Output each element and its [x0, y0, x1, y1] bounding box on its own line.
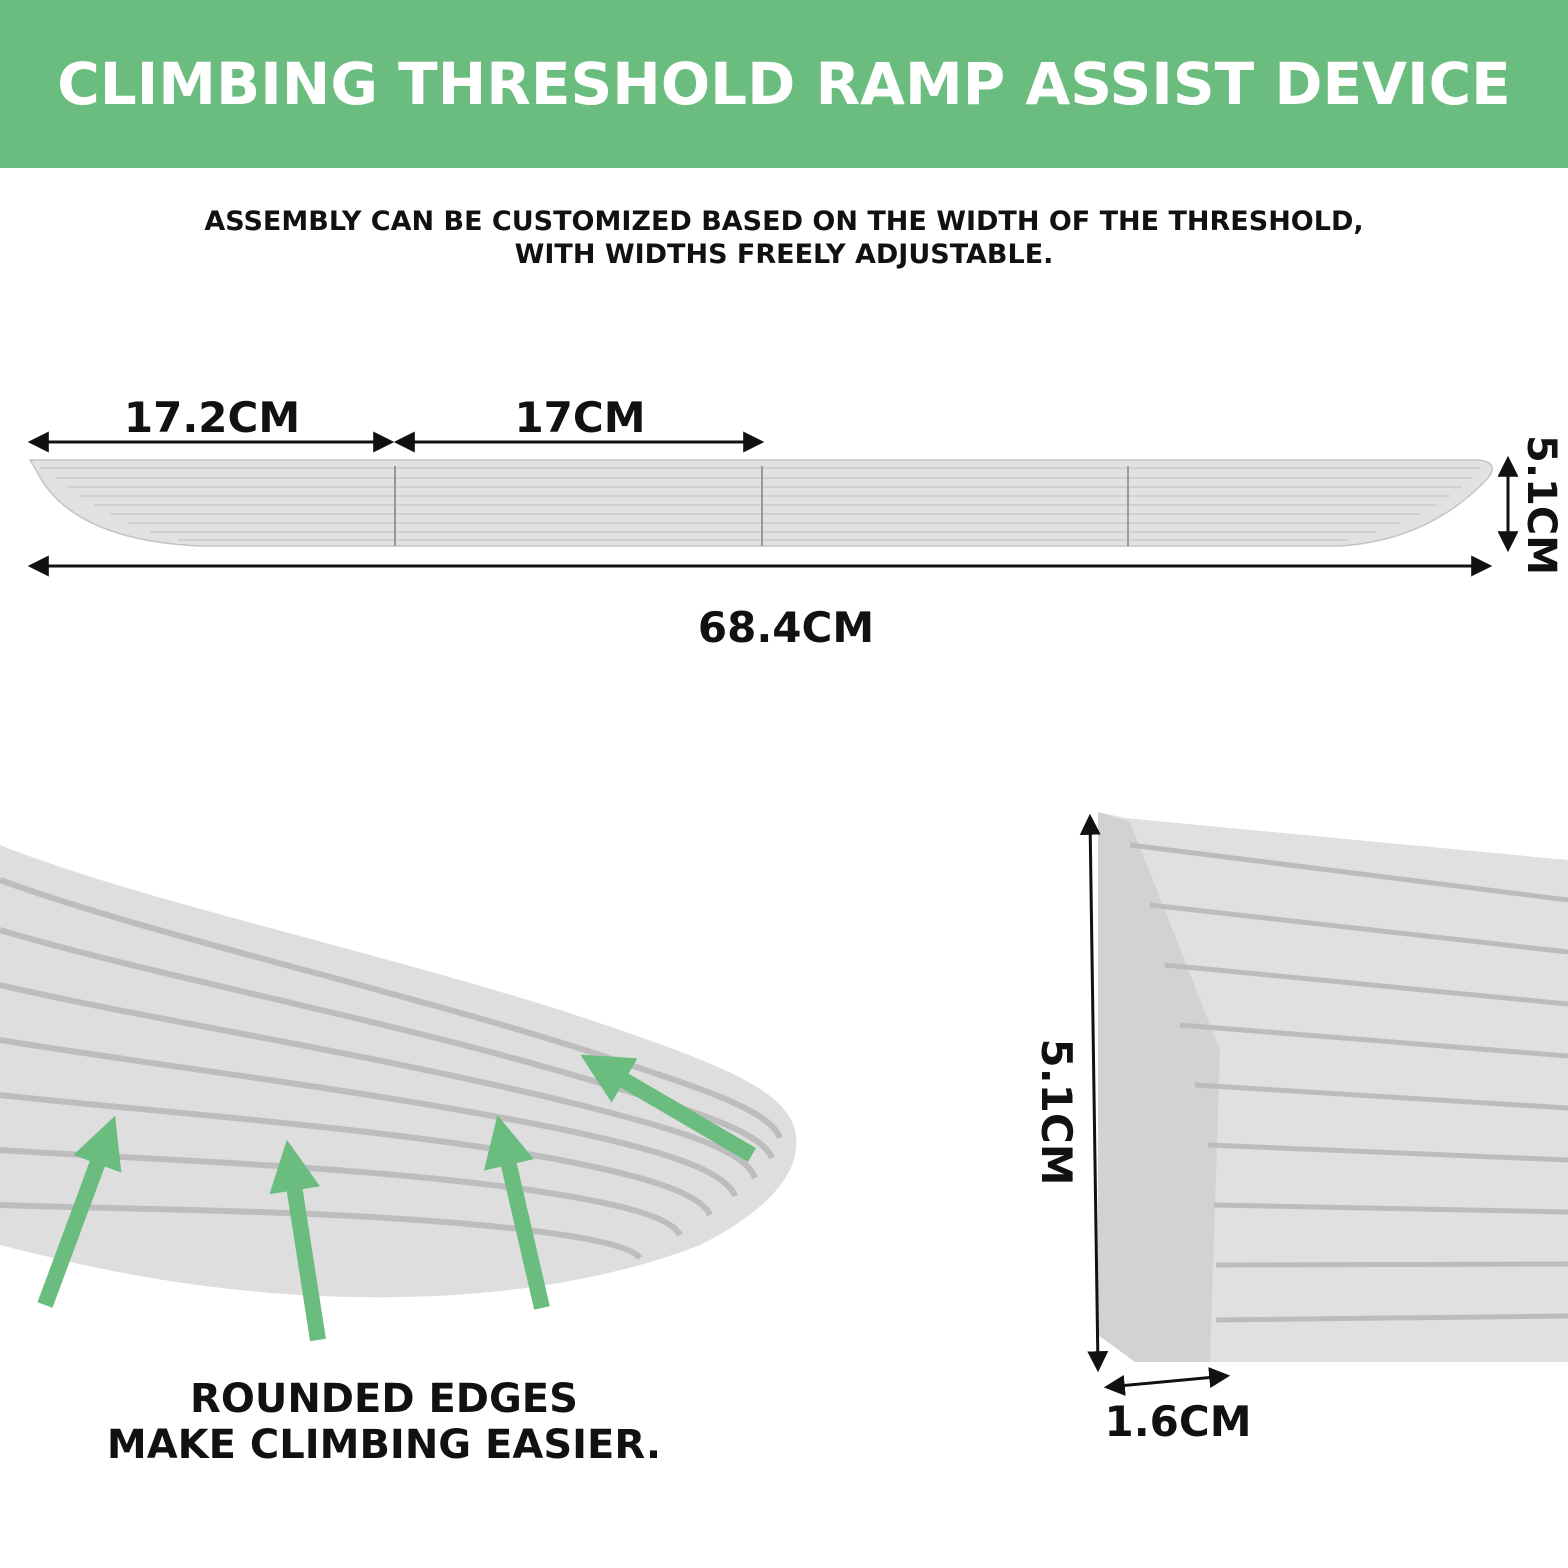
subtitle: ASSEMBLY CAN BE CUSTOMIZED BASED ON THE …	[0, 205, 1568, 271]
rounded-edge-closeup	[0, 845, 797, 1342]
dim-line-side-height	[1079, 813, 1109, 1373]
edge-body	[0, 845, 797, 1298]
side-face	[1098, 812, 1220, 1362]
label-height-top: 5.1CM	[1518, 435, 1564, 575]
green-arrow-2	[269, 1139, 326, 1342]
label-end-piece-width: 17.2CM	[124, 393, 300, 442]
ramp-assembly	[28, 459, 1493, 547]
label-total-length: 68.4CM	[698, 603, 874, 652]
label-middle-piece-width: 17CM	[514, 393, 645, 442]
subtitle-line-1: ASSEMBLY CAN BE CUSTOMIZED BASED ON THE …	[204, 206, 1364, 237]
page-title: CLIMBING THRESHOLD RAMP ASSIST DEVICE	[57, 50, 1511, 118]
side-profile-closeup	[1079, 812, 1568, 1396]
green-arrow-3	[483, 1115, 550, 1310]
green-arrow-4	[580, 1054, 757, 1162]
label-side-depth: 1.6CM	[1104, 1397, 1251, 1446]
subtitle-line-2: WITH WIDTHS FREELY ADJUSTABLE.	[514, 239, 1054, 270]
title-banner: CLIMBING THRESHOLD RAMP ASSIST DEVICE	[0, 0, 1568, 168]
dim-line-side-depth	[1103, 1367, 1231, 1396]
callout-line-2: MAKE CLIMBING EASIER.	[107, 1422, 661, 1468]
callout-line-1: ROUNDED EDGES	[190, 1376, 578, 1422]
side-body	[1098, 812, 1568, 1362]
label-side-height: 5.1CM	[1032, 1038, 1081, 1185]
green-arrow-1	[37, 1115, 122, 1308]
side-ridges	[1129, 842, 1568, 1323]
